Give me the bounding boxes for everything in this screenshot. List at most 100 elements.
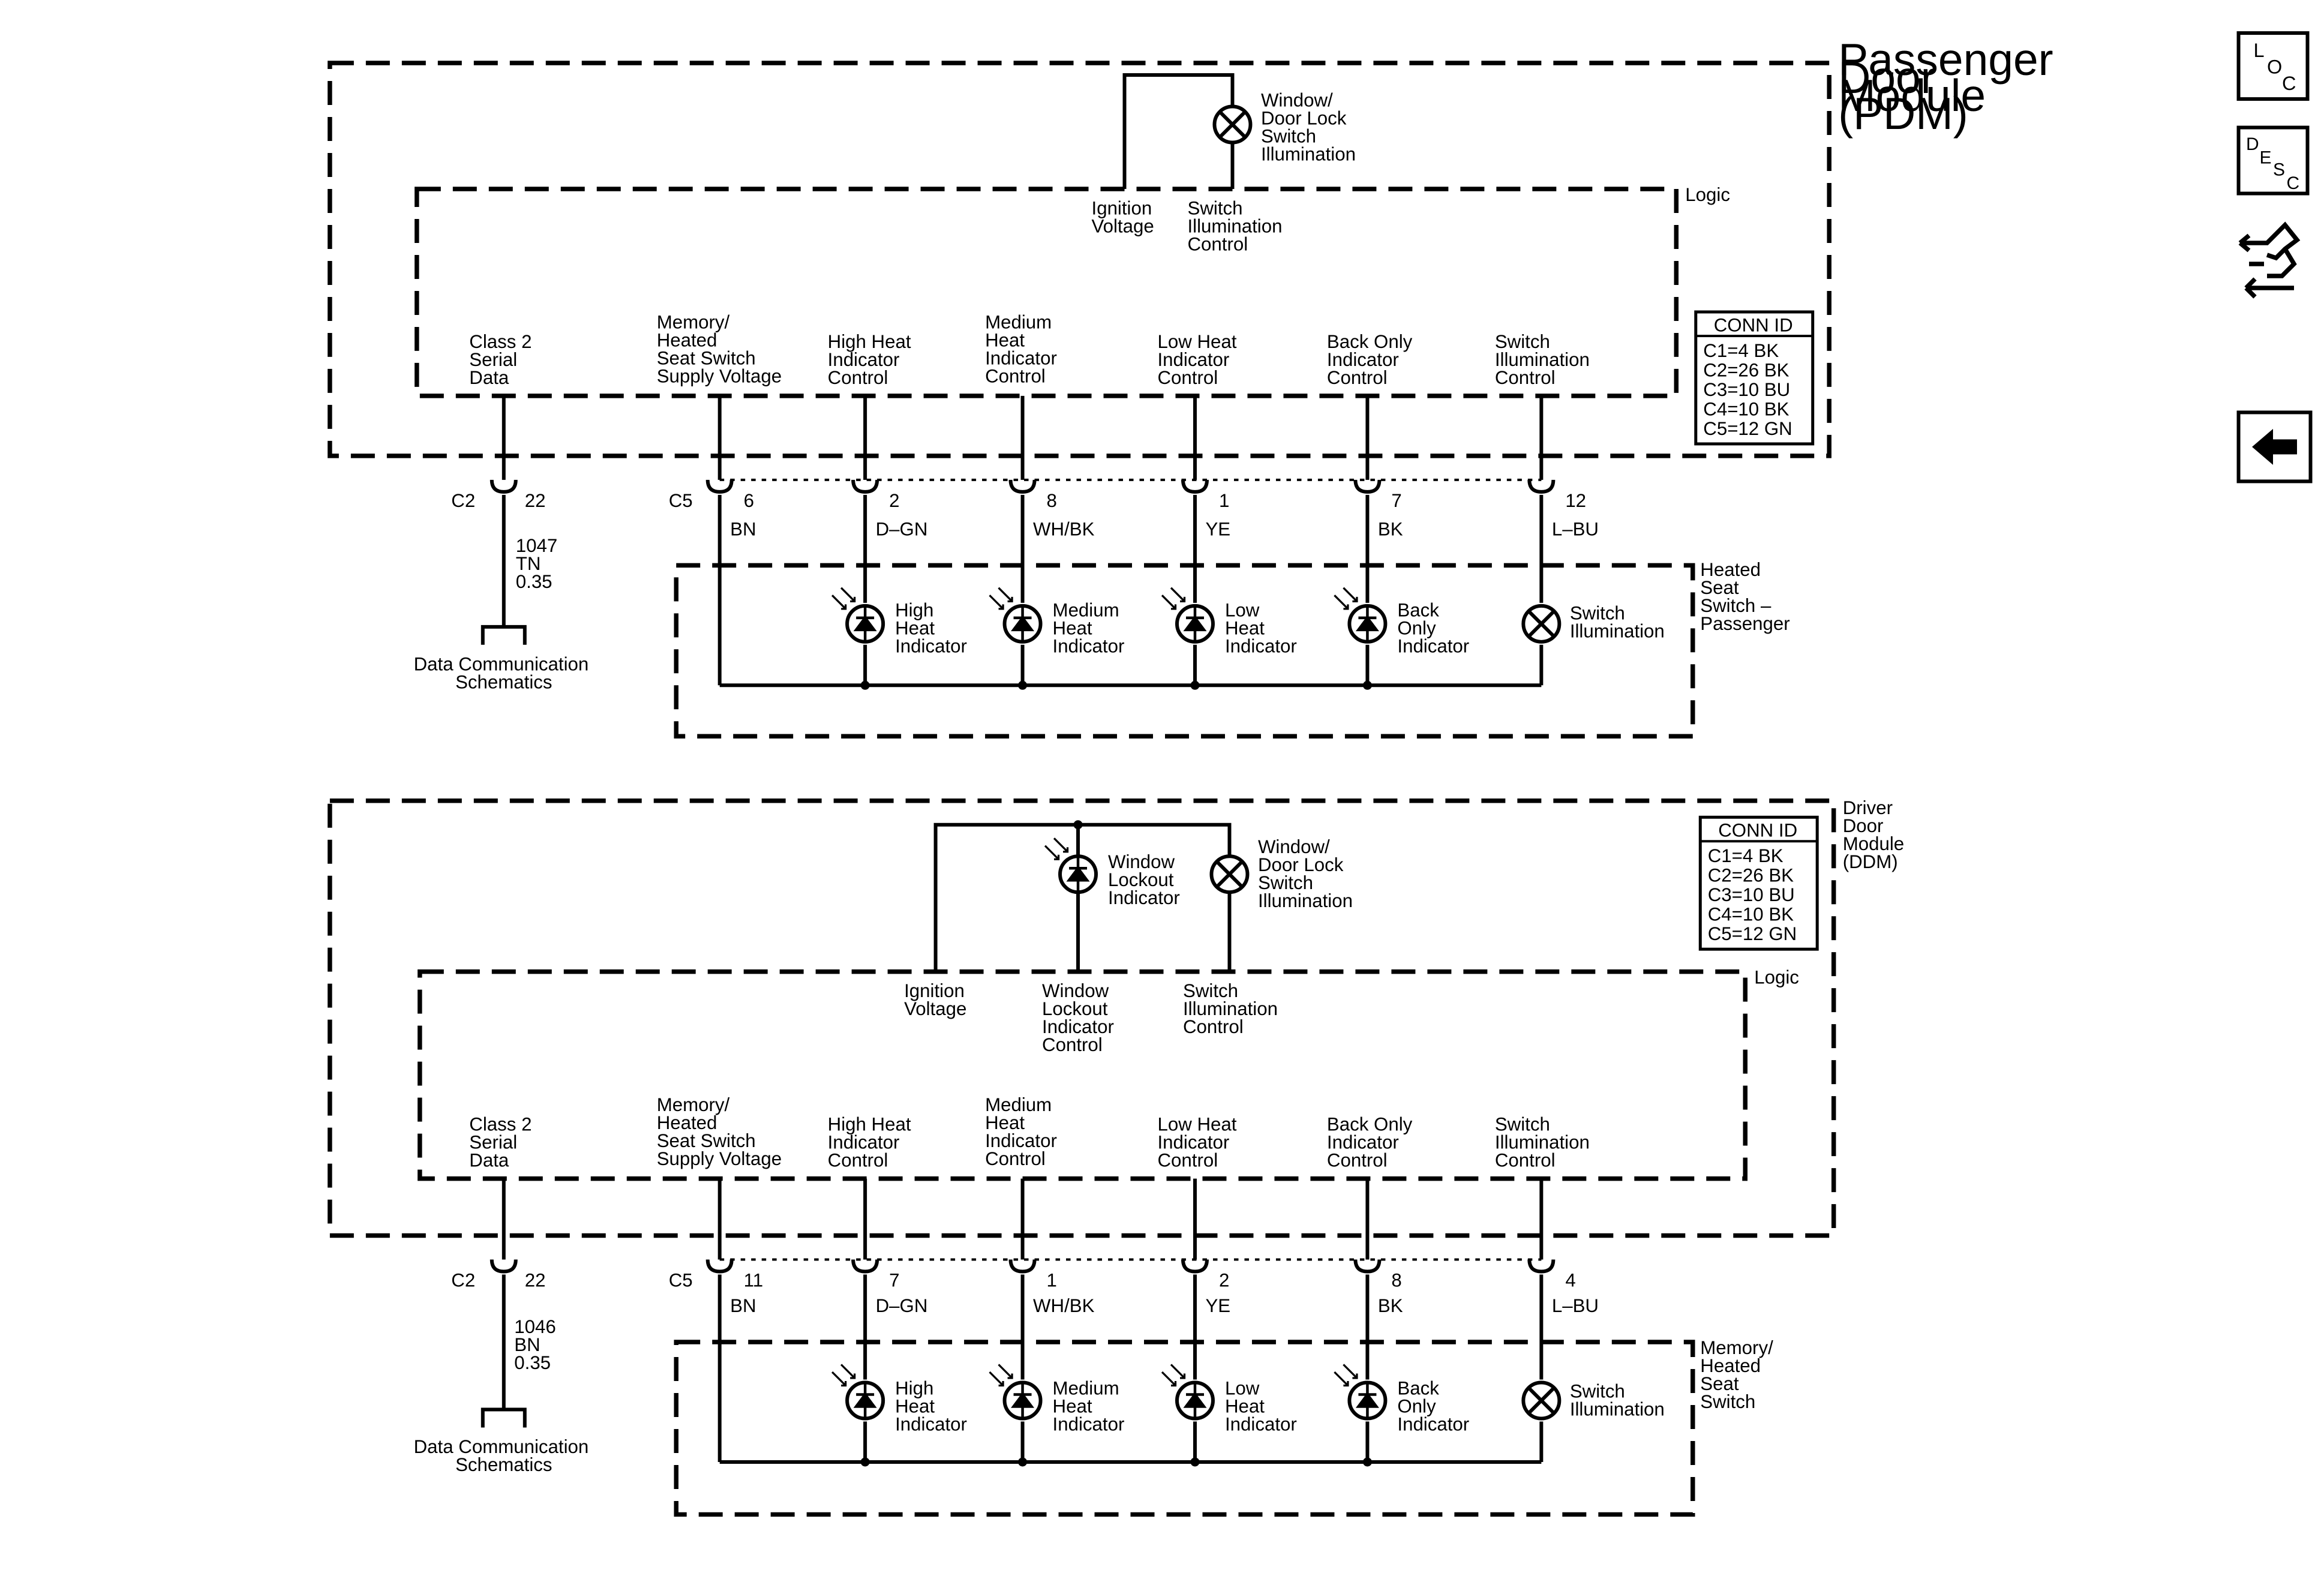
svg-text:4: 4 [1565, 1270, 1575, 1291]
pdm-dcs-ground-symbol [481, 625, 527, 645]
pdm-dcs-label: Data Communication Schematics [414, 653, 594, 692]
ddm-illumination-label: Switch Illumination [1570, 1380, 1665, 1419]
pdm-low-heat-led [1162, 588, 1213, 642]
back-button[interactable] [2236, 410, 2313, 484]
svg-text:D: D [2246, 134, 2259, 154]
svg-text:C3=10 BU: C3=10 BU [1708, 884, 1795, 905]
ddm-c5-wires [717, 1178, 1544, 1464]
ddm-c5-label: C5 [669, 1270, 693, 1291]
pdm-c2-pin: 22 [525, 490, 546, 511]
arrow-left-icon [2252, 428, 2298, 465]
svg-text:BN: BN [730, 1295, 756, 1316]
svg-text:12: 12 [1565, 490, 1586, 511]
pdm-window-illumination-bulb [1214, 107, 1250, 143]
pdm-c2-label: C2 [451, 490, 475, 511]
svg-text:7: 7 [1391, 490, 1401, 511]
ddm-ignition-label: Ignition Voltage [904, 980, 969, 1019]
svg-text:C5=12 GN: C5=12 GN [1703, 418, 1792, 439]
svg-text:WH/BK: WH/BK [1033, 1295, 1095, 1316]
svg-text:C3=10 BU: C3=10 BU [1703, 379, 1790, 400]
svg-text:1: 1 [1219, 490, 1229, 511]
ddm-term-low: Low Heat Indicator Control [1158, 1114, 1242, 1171]
ddm-c5-pins: 11 7 1 2 8 4 [744, 1270, 1576, 1291]
pdm-wire-colors: BN D–GN WH/BK YE BK L–BU [730, 518, 1599, 539]
svg-text:L–BU: L–BU [1552, 518, 1599, 539]
ddm-module-label: Driver Door Module (DDM) [1843, 797, 1909, 872]
svg-text:O: O [2267, 56, 2282, 78]
pdm-switch-boundary [674, 563, 1695, 739]
svg-text:11: 11 [744, 1270, 763, 1291]
pdm-conn-id-table: CONN ID C1=4 BK C2=26 BK C3=10 BU C4=10 … [1694, 310, 1815, 446]
pdm-bulb-label: Window/ Door Lock Switch Illumination [1261, 90, 1356, 165]
svg-text:6: 6 [744, 490, 754, 511]
description-button[interactable]: D E S C [2236, 125, 2310, 196]
svg-text:C2=26 BK: C2=26 BK [1708, 865, 1794, 886]
ddm-logic-boundary [418, 969, 1747, 1181]
ddm-wire-colors: BN D–GN WH/BK YE BK L–BU [730, 1295, 1599, 1316]
pdm-module-boundary [328, 61, 1831, 458]
ddm-back-only-led [1334, 1365, 1385, 1419]
ddm-dcs-ground-symbol [481, 1407, 527, 1428]
svg-text:C: C [2282, 73, 2296, 94]
pdm-term-supply: Memory/ Heated Seat Switch Supply Voltag… [657, 311, 782, 386]
ddm-logic-label: Logic [1754, 967, 1799, 988]
pdm-switch-label: Heated Seat Switch – Passenger [1700, 559, 1789, 634]
svg-text:WH/BK: WH/BK [1033, 518, 1095, 539]
svg-text:2: 2 [889, 490, 899, 511]
ddm-switch-boundary [674, 1340, 1695, 1517]
svg-text:C1=4 BK: C1=4 BK [1703, 340, 1779, 361]
svg-text:C: C [2287, 173, 2300, 193]
svg-text:BN: BN [730, 518, 756, 539]
ddm-conn-id-table: CONN ID C1=4 BK C2=26 BK C3=10 BU C4=10 … [1698, 815, 1819, 951]
pdm-term-back: Back Only Indicator Control [1327, 331, 1418, 388]
ddm-term-supply: Memory/ Heated Seat Switch Supply Voltag… [657, 1094, 782, 1169]
pdm-splice-dots [860, 680, 1372, 690]
ddm-low-heat-label: Low Heat Indicator [1225, 1377, 1297, 1434]
ddm-lockout-control-label: Window Lockout Indicator Control [1042, 980, 1119, 1055]
ddm-ignition-wire [933, 822, 1232, 972]
ddm-c2-label: C2 [451, 1270, 475, 1291]
ddm-term-back: Back Only Indicator Control [1327, 1114, 1418, 1171]
pdm-logic-boundary [415, 187, 1679, 398]
pdm-c5-wires [717, 395, 1544, 688]
svg-text:2: 2 [1219, 1270, 1229, 1291]
svg-text:BK: BK [1378, 518, 1403, 539]
svg-text:YE: YE [1205, 1295, 1230, 1316]
pdm-low-heat-label: Low Heat Indicator [1225, 599, 1297, 656]
pdm-medium-heat-led [990, 588, 1041, 642]
ddm-switch-label: Memory/ Heated Seat Switch [1700, 1337, 1778, 1412]
svg-text:CONN ID: CONN ID [1718, 820, 1797, 841]
ddm-term-medium: Medium Heat Indicator Control [985, 1094, 1062, 1169]
ddm-illum-control-label: Switch Illumination Control [1183, 980, 1283, 1037]
pdm-ignition-wire [1122, 73, 1235, 190]
svg-text:S: S [2273, 160, 2285, 180]
ddm-dcs-label: Data Communication Schematics [414, 1436, 594, 1475]
connector-end-view-icon[interactable] [2234, 213, 2312, 300]
ddm-term-high: High Heat Indicator Control [828, 1114, 917, 1171]
pdm-medium-heat-label: Medium Heat Indicator [1053, 599, 1125, 656]
ddm-c5-terminals [708, 1260, 1554, 1272]
pdm-c5-pins: 6 2 8 1 7 12 [744, 490, 1586, 511]
pdm-back-only-label: Back Only Indicator [1397, 599, 1469, 656]
ddm-medium-heat-label: Medium Heat Indicator [1053, 1377, 1125, 1434]
svg-text:YE: YE [1205, 518, 1230, 539]
pdm-c2-terminal [492, 480, 516, 492]
svg-text:D–GN: D–GN [876, 1295, 928, 1316]
svg-text:L–BU: L–BU [1552, 1295, 1599, 1316]
svg-text:D–GN: D–GN [876, 518, 928, 539]
ddm-splice-dots [860, 1457, 1372, 1467]
pdm-high-heat-label: High Heat Indicator [895, 599, 967, 656]
location-button[interactable]: L O C [2236, 31, 2310, 101]
pdm-logic-label: Logic [1685, 184, 1730, 205]
ddm-back-only-label: Back Only Indicator [1397, 1377, 1469, 1434]
pdm-illumination-label: Switch Illumination [1570, 602, 1665, 641]
pdm-c5-label: C5 [669, 490, 693, 511]
ddm-switch-illumination-bulb [1523, 1382, 1559, 1418]
pdm-back-only-led [1334, 588, 1385, 642]
ddm-term-class2: Class 2 Serial Data [469, 1114, 537, 1171]
ddm-c2-circuit: 1046 BN 0.35 [514, 1316, 561, 1373]
ddm-c2-pin: 22 [525, 1270, 546, 1291]
pdm-term-high: High Heat Indicator Control [828, 331, 917, 388]
svg-text:E: E [2260, 148, 2272, 168]
